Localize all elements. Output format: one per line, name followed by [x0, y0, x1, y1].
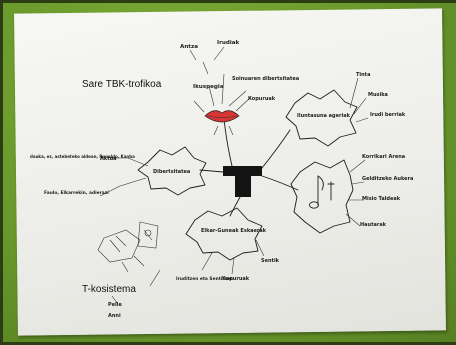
- ecosystem-label: T-kosistema: [82, 284, 136, 295]
- top-label-4: Soinuaren dibertsitatea: [232, 76, 299, 82]
- arrow-to-bottom: [229, 196, 241, 217]
- bottom-node-bubble: [185, 207, 263, 261]
- right-top-node-bubble: [285, 89, 358, 147]
- right-top-side-3: Irudi berriak: [370, 112, 406, 118]
- arrow-to-left: [199, 169, 224, 173]
- top-label-1: Antza: [180, 44, 198, 50]
- photo-frame-edge: [0, 0, 456, 3]
- right-top-side-2: Musika: [368, 92, 388, 98]
- arrow-to-right-top: [261, 129, 291, 169]
- bottom-left-side-1: Pelle: [108, 302, 122, 308]
- bottom-side-2: Kopuruak: [222, 276, 250, 282]
- bottom-left-side-2: Anni: [108, 313, 121, 319]
- right-mid-side-4: Hautarak: [360, 222, 387, 228]
- top-label-5: Kopuruak: [248, 96, 276, 102]
- bottom-side-1: Iruditzen eta Sentitzen: [176, 276, 233, 282]
- right-top-node-label: Iluntasuna ageriak: [297, 113, 351, 119]
- right-mid-side-2: Gelditzeko Aukera: [362, 176, 413, 182]
- top-label-2: Irudiak: [217, 40, 240, 46]
- right-mid-side-3: Misio Taldeak: [362, 196, 401, 202]
- center-t-symbol: [223, 166, 262, 197]
- left-side-label-3: Faulo, Elkarrekin, adierazi: [44, 190, 109, 196]
- arrow-to-right-mid: [261, 175, 299, 191]
- map-title: Sare TBK-trofikoa: [82, 79, 162, 90]
- right-top-side-1: Tinta: [356, 72, 370, 78]
- sketch-drawing: [97, 221, 159, 273]
- lips-drawing: [204, 110, 240, 123]
- photo-frame-edge: [0, 342, 456, 345]
- left-node-bubble: [137, 146, 207, 196]
- left-node-label: Dibertsitatea: [153, 169, 190, 175]
- right-mid-side-1: Korrikari Arena: [362, 154, 405, 160]
- arrow-to-top: [223, 117, 233, 167]
- music-note-icon: [309, 175, 335, 209]
- photo-frame-edge: [0, 0, 3, 345]
- left-side-label-2: dauka, ez, astebeteko aldean, Ronaldo, K…: [30, 154, 135, 159]
- right-mid-node-bubble: [290, 159, 354, 234]
- bottom-side-3: Sentik: [261, 258, 280, 264]
- left-side-label-1: Aktua: [100, 156, 117, 162]
- bottom-node-label: Elkar-Guneak Eskaerak: [201, 228, 267, 234]
- top-label-3: Ikuspegia: [193, 84, 224, 90]
